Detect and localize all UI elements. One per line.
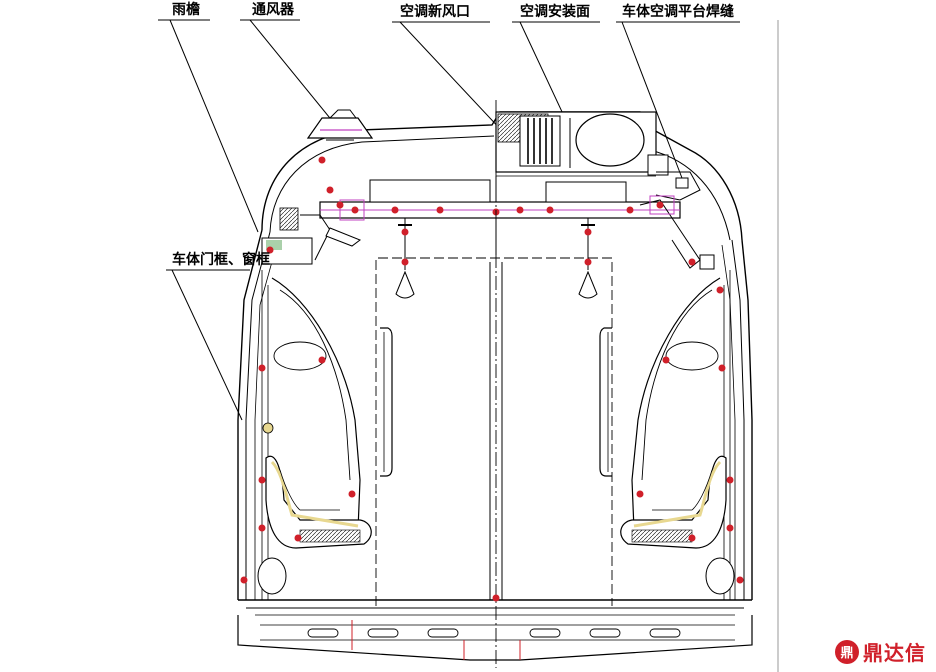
callout-rain-gutter: 雨檐 xyxy=(172,2,200,18)
section-marks xyxy=(351,620,521,660)
callout-ac-mounting: 空调安装面 xyxy=(520,4,590,20)
left-seat xyxy=(257,422,372,595)
logo-icon: 鼎 xyxy=(835,639,859,664)
door-grab-handles xyxy=(380,327,612,477)
door-opening xyxy=(375,257,613,606)
watermark-logo: 鼎 鼎达信 xyxy=(835,637,926,666)
ceiling-duct xyxy=(319,176,681,219)
fastener-markers xyxy=(240,156,744,602)
hand-strap-right xyxy=(578,218,598,299)
callout-ac-fresh-air: 空调新风口 xyxy=(400,4,470,20)
bus-body-outline xyxy=(237,111,753,661)
callout-ac-platform-weld: 车体空调平台焊缝 xyxy=(622,4,734,20)
right-seat xyxy=(620,455,735,595)
right-window-frame xyxy=(631,270,731,600)
door-panels xyxy=(489,262,503,600)
callout-ventilator: 通风器 xyxy=(252,2,294,18)
underbody-slots xyxy=(307,628,681,638)
left-window-frame xyxy=(261,270,361,600)
right-roof-bracket xyxy=(639,195,715,270)
hand-strap-left xyxy=(395,218,415,299)
air-conditioner-unit xyxy=(495,111,669,177)
ventilator-unit xyxy=(306,109,374,141)
logo-text: 鼎达信 xyxy=(863,641,926,665)
callout-door-window-frame: 车体门框、窗框 xyxy=(172,252,270,268)
callout-leaders xyxy=(158,19,740,421)
ac-platform-detail xyxy=(655,171,701,201)
